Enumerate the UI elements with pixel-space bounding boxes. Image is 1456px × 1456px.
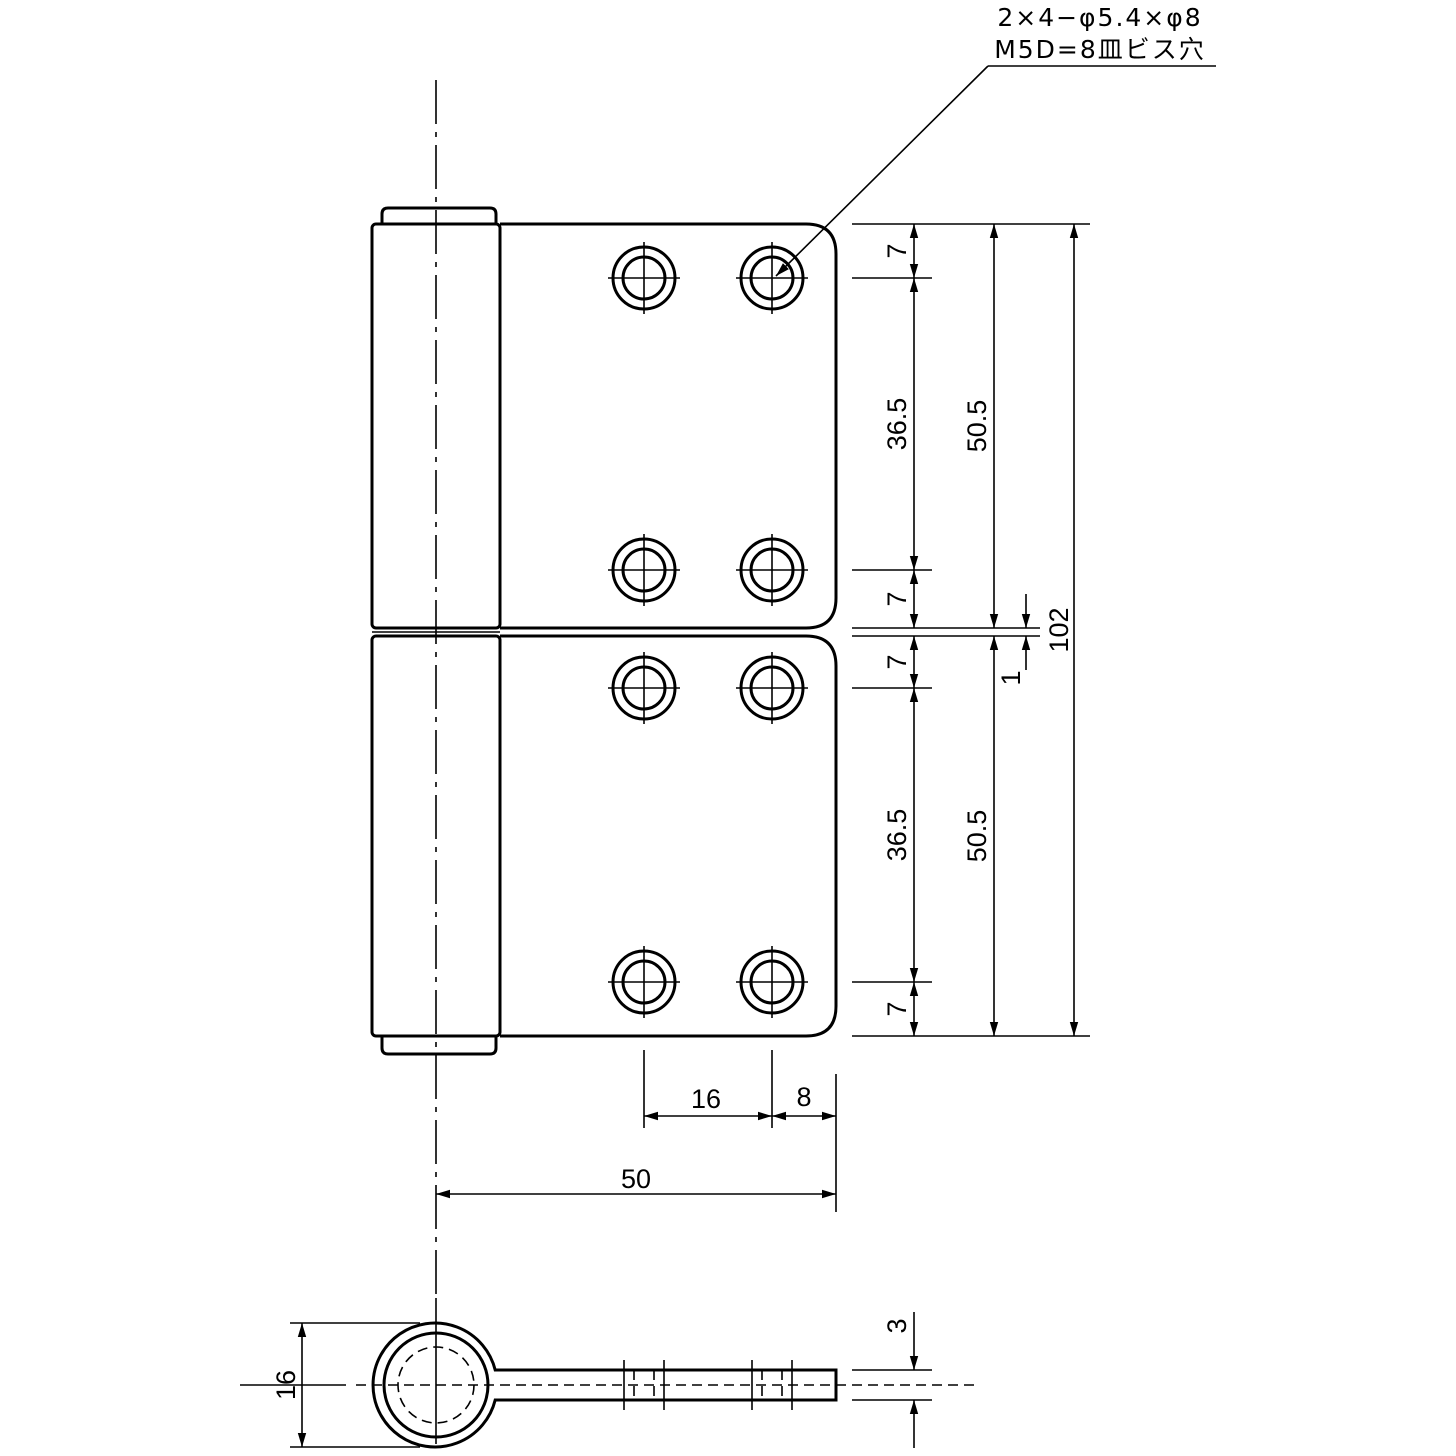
dim-column-leaves: 50.5 50.5 xyxy=(962,224,999,1036)
dim-label: 1 xyxy=(996,670,1026,685)
dim-label: 7 xyxy=(882,243,912,258)
dim-label: 102 xyxy=(1044,607,1074,652)
upper-leaf xyxy=(500,222,838,630)
dim-label: 16 xyxy=(691,1084,721,1114)
extension-lines xyxy=(852,223,1090,1037)
screw-hole xyxy=(736,242,808,314)
dim-label: 36.5 xyxy=(882,809,912,862)
dim-label: 50.5 xyxy=(962,400,992,453)
dim-horizontal: 16 8 50 xyxy=(436,1050,837,1212)
screw-hole xyxy=(608,534,680,606)
dim-label: 7 xyxy=(882,1001,912,1016)
dim-label: 8 xyxy=(796,1082,811,1112)
dim-total: 102 xyxy=(1044,224,1079,1036)
hole-spec-label: 2×4−φ5.4×φ8 xyxy=(997,3,1202,32)
dim-label: 3 xyxy=(882,1318,912,1333)
screw-hole xyxy=(736,946,808,1018)
screw-hole xyxy=(608,242,680,314)
screw-spec-label: M5D=8皿ビス穴 xyxy=(994,35,1206,64)
dim-label: 16 xyxy=(271,1370,301,1400)
dim-label: 7 xyxy=(882,591,912,606)
top-view: 16 3 xyxy=(240,1298,976,1449)
dim-label: 50.5 xyxy=(962,810,992,863)
dim-label: 7 xyxy=(882,654,912,669)
dim-label: 50 xyxy=(621,1164,651,1194)
screw-hole xyxy=(608,652,680,724)
dim-column-holes: 7 36.5 7 7 36.5 7 xyxy=(882,224,919,1036)
lower-leaf xyxy=(500,634,838,1038)
screw-hole xyxy=(608,946,680,1018)
screw-hole xyxy=(736,652,808,724)
dim-gap: 1 xyxy=(996,594,1031,686)
dim-label: 36.5 xyxy=(882,398,912,451)
hole-callout: 2×4−φ5.4×φ8 M5D=8皿ビス穴 xyxy=(775,3,1216,277)
screw-hole xyxy=(736,534,808,606)
screw-holes xyxy=(608,242,808,1018)
